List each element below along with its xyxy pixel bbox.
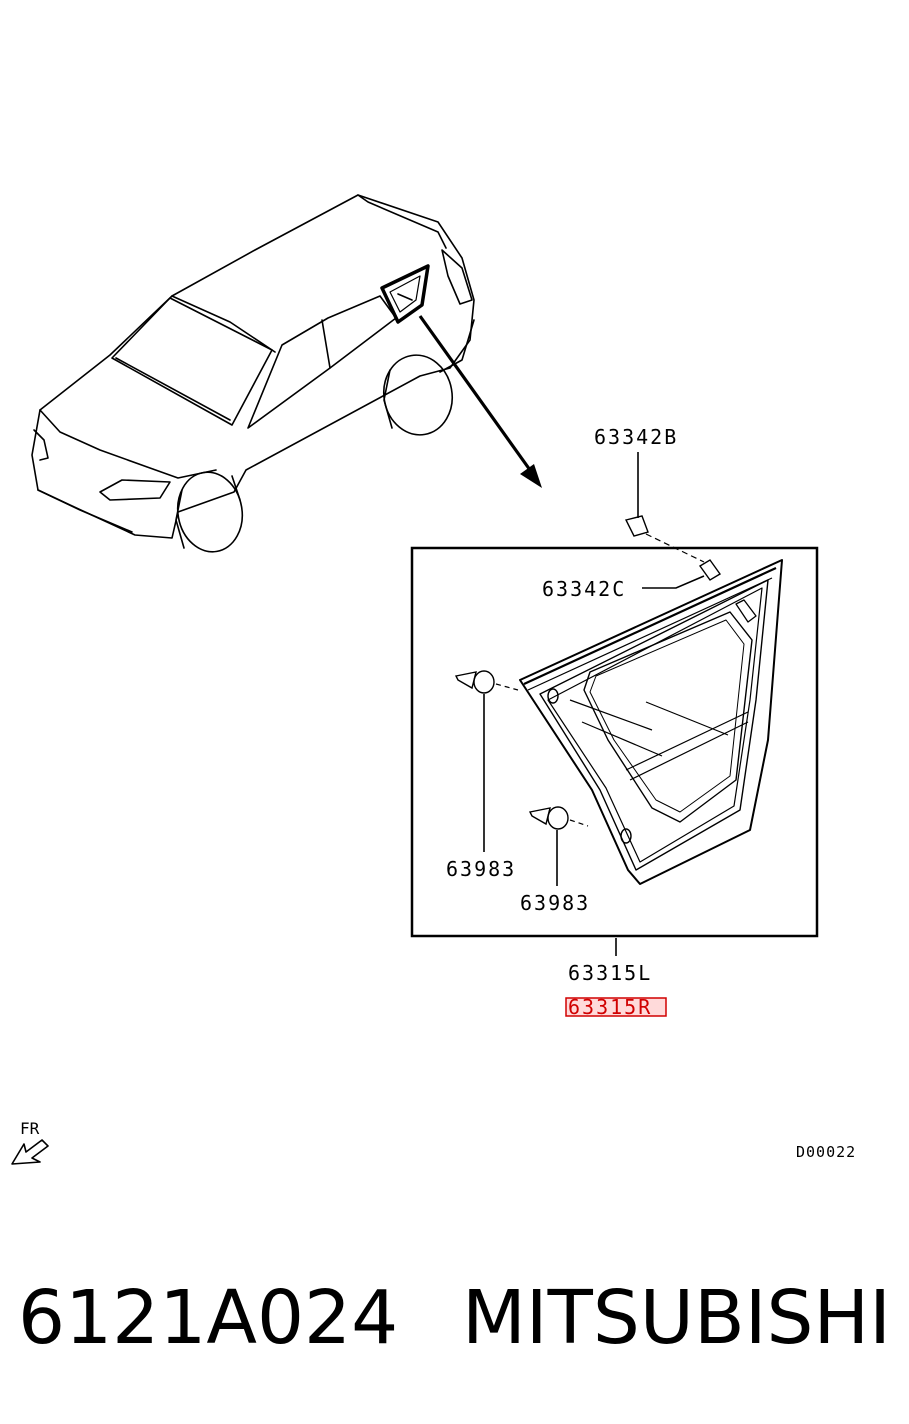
tape-63342b [624,515,649,537]
vehicle-illustration [31,194,475,553]
label-63315r: 63315R [568,995,652,1019]
tape-63342c [698,559,722,581]
clip-upper [454,670,495,694]
front-direction-arrow-icon [11,1139,49,1165]
leader-lines [483,452,705,956]
diagram-code: D00022 [796,1143,856,1161]
label-63315l: 63315L [568,961,652,985]
label-63342b: 63342B [594,425,678,449]
clip-upper-dash [495,683,519,691]
label-63983-upper: 63983 [446,857,516,881]
clip-lower [528,806,569,830]
detail-frame [410,546,819,938]
detail-pointer-arrow [418,315,542,488]
label-63983-lower: 63983 [520,891,590,915]
quarter-glass-assembly [519,559,783,885]
fr-label: FR [20,1119,40,1138]
brand-name: MITSUBISHI [461,1275,891,1361]
label-63342c: 63342C [542,577,626,601]
footer: 6121A024 MITSUBISHI [18,1268,891,1368]
highlight-box [565,997,667,1017]
parts-diagram: 63342B 63342C 63983 63983 63315L 63315R … [11,194,856,1165]
clip-lower-dash [569,819,589,827]
tape-dash-line [645,533,705,563]
part-number: 6121A024 [18,1275,399,1361]
